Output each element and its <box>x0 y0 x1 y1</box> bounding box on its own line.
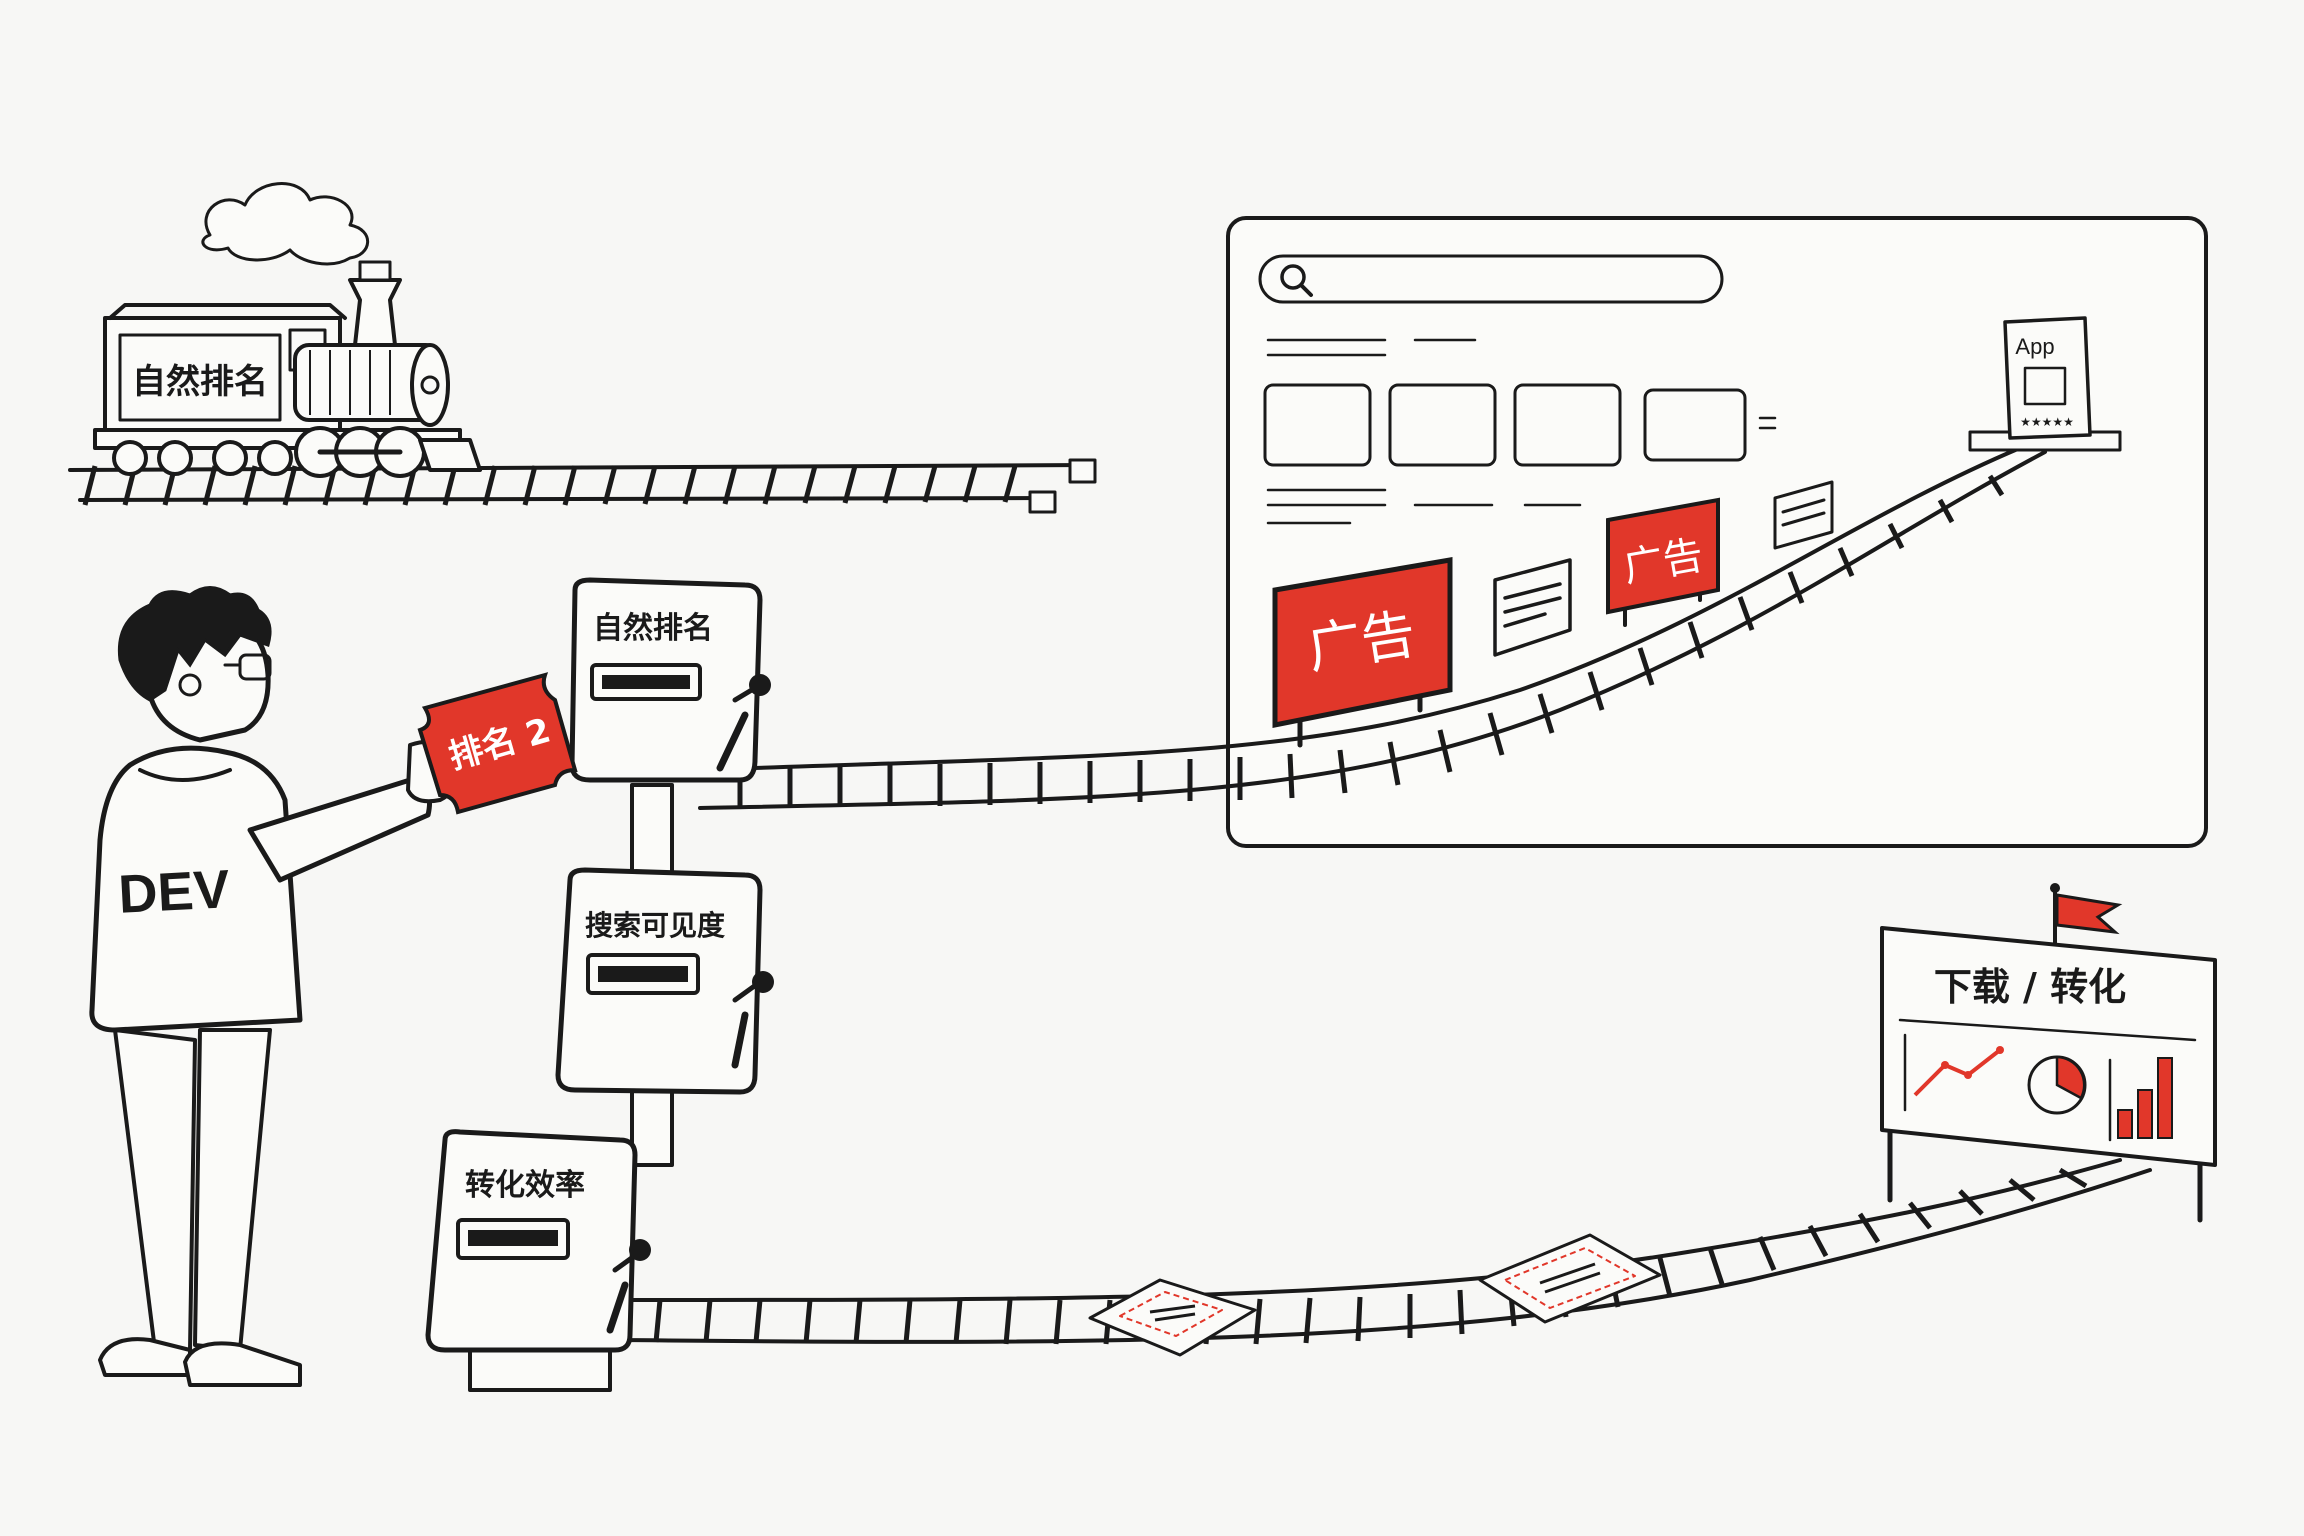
line-chart-icon <box>1903 1033 2004 1112</box>
blank-sign-2 <box>1773 480 1834 550</box>
search-bar <box>1258 254 1724 304</box>
result-text-lines <box>1266 338 1777 525</box>
switch-box-organic-ranking[interactable]: 自然排名 <box>569 577 771 783</box>
switch-label-conversion: 转化效率 <box>465 1168 585 1203</box>
glasses <box>223 653 272 681</box>
search-track <box>698 446 2047 810</box>
blank-sign-1 <box>1493 558 1572 657</box>
goal-flag <box>2055 893 2123 935</box>
scattered-paper-2 <box>1478 1233 1662 1324</box>
dev-shirt-text: DEV <box>117 859 231 925</box>
switch-label-organic: 自然排名 <box>593 611 713 646</box>
upper-track <box>68 458 1097 514</box>
steam-locomotive: 自然排名 <box>93 182 482 478</box>
app-station: App ★★★★★ <box>1968 316 2122 452</box>
bar-chart-icon <box>2108 1057 2173 1142</box>
lever-knob[interactable] <box>752 971 774 993</box>
hair <box>117 586 272 702</box>
hoodie <box>89 745 303 1033</box>
ad-sign-large: 广告 <box>1272 557 1453 748</box>
developer-figure: DEV <box>89 586 459 1387</box>
destination-board: 下载 / 转化 <box>1880 883 2217 1223</box>
scattered-paper-1 <box>1088 1278 1257 1357</box>
smoke-cloud <box>201 182 370 266</box>
lower-track <box>618 1158 2152 1357</box>
shoe-right <box>183 1341 302 1387</box>
pie-chart-icon <box>2027 1055 2087 1115</box>
switch-lever-organic[interactable] <box>716 711 749 772</box>
ranking-ticket[interactable]: 排名 2 <box>417 672 578 815</box>
ad-sign-small: 广告 <box>1606 497 1720 627</box>
switch-lever-conversion[interactable] <box>606 1281 629 1334</box>
lever-knob[interactable] <box>749 674 771 696</box>
switch-label-visibility: 搜索可见度 <box>585 909 725 942</box>
app-rating-stars: ★★★★★ <box>2020 415 2074 429</box>
chimney <box>348 278 402 347</box>
lever-knob[interactable] <box>629 1239 651 1261</box>
destination-title: 下载 / 转化 <box>1934 965 2126 1009</box>
result-cards <box>1263 383 1747 467</box>
switch-lever-visibility[interactable] <box>731 1011 749 1069</box>
locomotive-label: 自然排名 <box>132 362 268 402</box>
switch-box-search-visibility[interactable]: 搜索可见度 <box>555 867 774 1095</box>
switch-box-conversion-rate[interactable]: 转化效率 <box>425 1129 651 1353</box>
search-icon <box>1280 264 1313 297</box>
search-results-panel: 广告 广告 App ★★★★★ <box>698 216 2208 848</box>
app-label: App <box>2015 334 2054 359</box>
